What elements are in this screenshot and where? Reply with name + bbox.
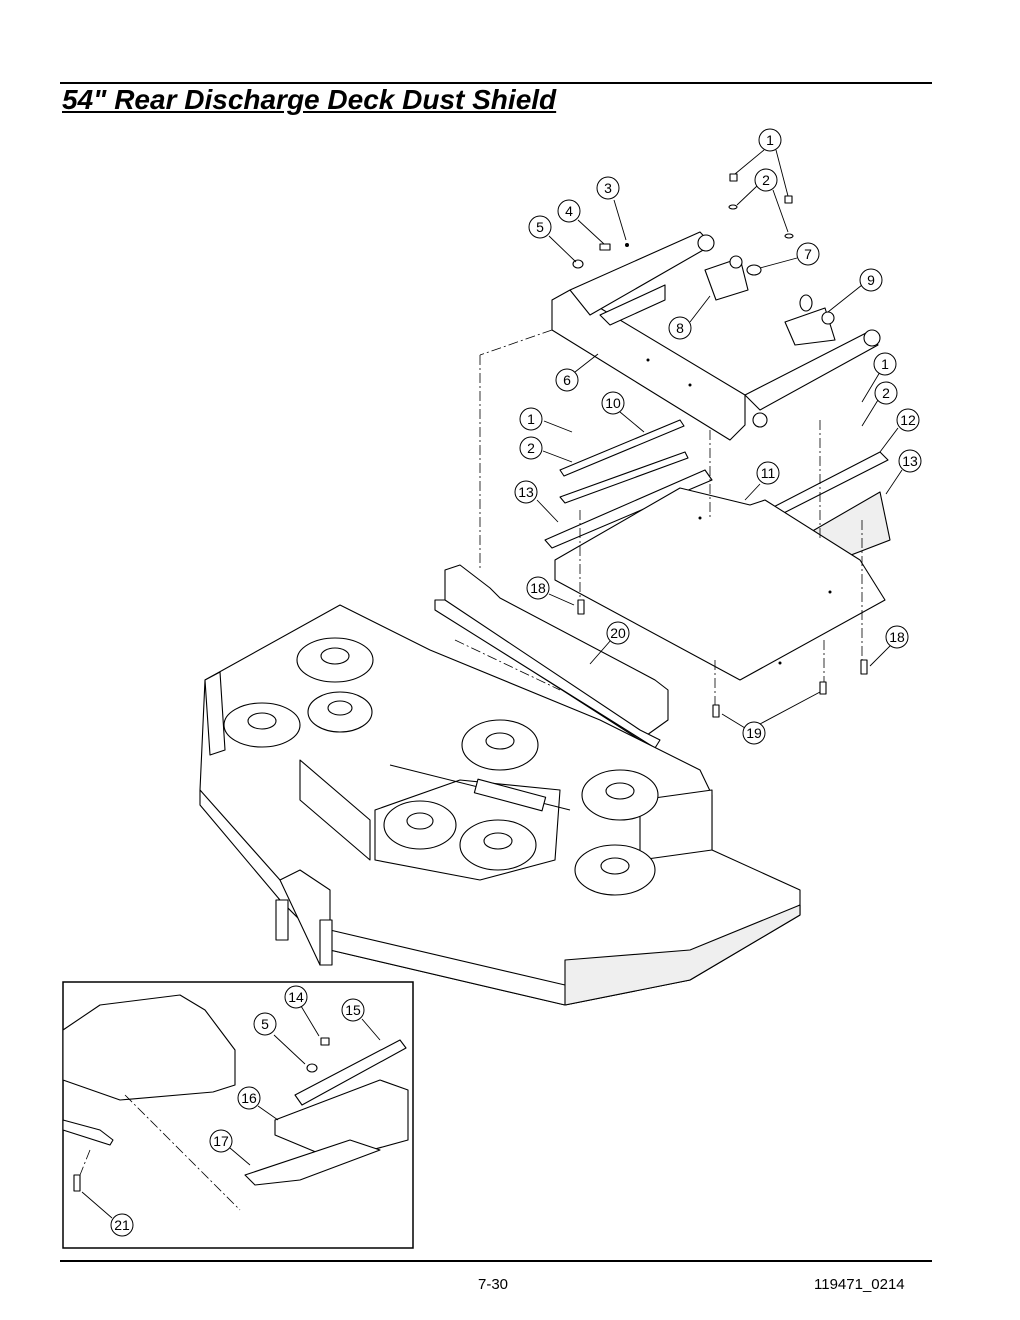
svg-text:8: 8	[676, 320, 684, 336]
callout-leaders	[81, 149, 903, 1219]
svg-text:6: 6	[563, 372, 571, 388]
callout-2: 2	[754, 168, 778, 192]
svg-text:18: 18	[530, 580, 546, 596]
dust-shield-strips-left	[544, 419, 713, 549]
callout-16: 16	[237, 1086, 261, 1110]
svg-text:9: 9	[867, 272, 875, 288]
callout-13: 13	[898, 449, 922, 473]
svg-text:13: 13	[902, 453, 918, 469]
callout-21: 21	[110, 1213, 134, 1237]
page-number: 7-30	[478, 1276, 509, 1293]
bottom-rule	[60, 1260, 932, 1262]
callout-10: 10	[601, 391, 625, 415]
callout-2: 2	[519, 436, 543, 460]
hardware-top	[572, 173, 813, 312]
svg-text:17: 17	[213, 1133, 229, 1149]
page-title: 54" Rear Discharge Deck Dust Shield	[62, 84, 557, 115]
callout-18: 18	[526, 576, 550, 600]
callout-4: 4	[557, 199, 581, 223]
callout-5: 5	[528, 215, 552, 239]
callout-18: 18	[885, 625, 909, 649]
bolts-lower	[577, 599, 868, 718]
svg-text:13: 13	[518, 484, 534, 500]
svg-text:1: 1	[881, 356, 889, 372]
callout-12: 12	[896, 408, 920, 432]
callout-1: 1	[519, 407, 543, 431]
svg-text:2: 2	[762, 172, 770, 188]
callout-8: 8	[668, 316, 692, 340]
top-rule	[60, 82, 932, 84]
svg-text:15: 15	[345, 1002, 361, 1018]
svg-text:7: 7	[804, 246, 812, 262]
alignment-lines	[454, 329, 863, 705]
svg-text:10: 10	[605, 395, 621, 411]
lift-frame-assembly	[551, 231, 881, 441]
callout-1: 1	[873, 352, 897, 376]
callout-9: 9	[859, 268, 883, 292]
callout-6: 6	[555, 368, 579, 392]
callout-11: 11	[756, 461, 780, 485]
callout-17: 17	[209, 1129, 233, 1153]
svg-text:2: 2	[882, 385, 890, 401]
svg-text:14: 14	[288, 989, 304, 1005]
document-number: 119471_0214	[814, 1276, 905, 1293]
svg-text:21: 21	[114, 1217, 130, 1233]
svg-text:19: 19	[746, 725, 762, 741]
svg-text:2: 2	[527, 440, 535, 456]
mounting-bracket	[434, 564, 669, 749]
svg-text:4: 4	[565, 203, 573, 219]
callout-2: 2	[874, 381, 898, 405]
svg-text:18: 18	[889, 629, 905, 645]
svg-text:16: 16	[241, 1090, 257, 1106]
callout-19: 19	[742, 721, 766, 745]
callout-1: 1	[758, 128, 782, 152]
svg-text:11: 11	[761, 465, 776, 481]
svg-text:1: 1	[766, 132, 774, 148]
svg-text:20: 20	[610, 625, 626, 641]
callout-3: 3	[596, 176, 620, 200]
dust-shield-plate	[554, 487, 886, 681]
mower-deck	[199, 604, 801, 1006]
svg-text:5: 5	[261, 1016, 269, 1032]
callout-20: 20	[606, 621, 630, 645]
callout-5: 5	[253, 1012, 277, 1036]
svg-text:5: 5	[536, 219, 544, 235]
callout-15: 15	[341, 998, 365, 1022]
callout-14: 14	[284, 985, 308, 1009]
deck-pulleys	[223, 637, 659, 896]
callout-7: 7	[796, 242, 820, 266]
svg-text:12: 12	[900, 412, 916, 428]
callout-13: 13	[514, 480, 538, 504]
svg-text:1: 1	[527, 411, 535, 427]
inset-detail	[62, 981, 414, 1249]
svg-text:3: 3	[604, 180, 612, 196]
